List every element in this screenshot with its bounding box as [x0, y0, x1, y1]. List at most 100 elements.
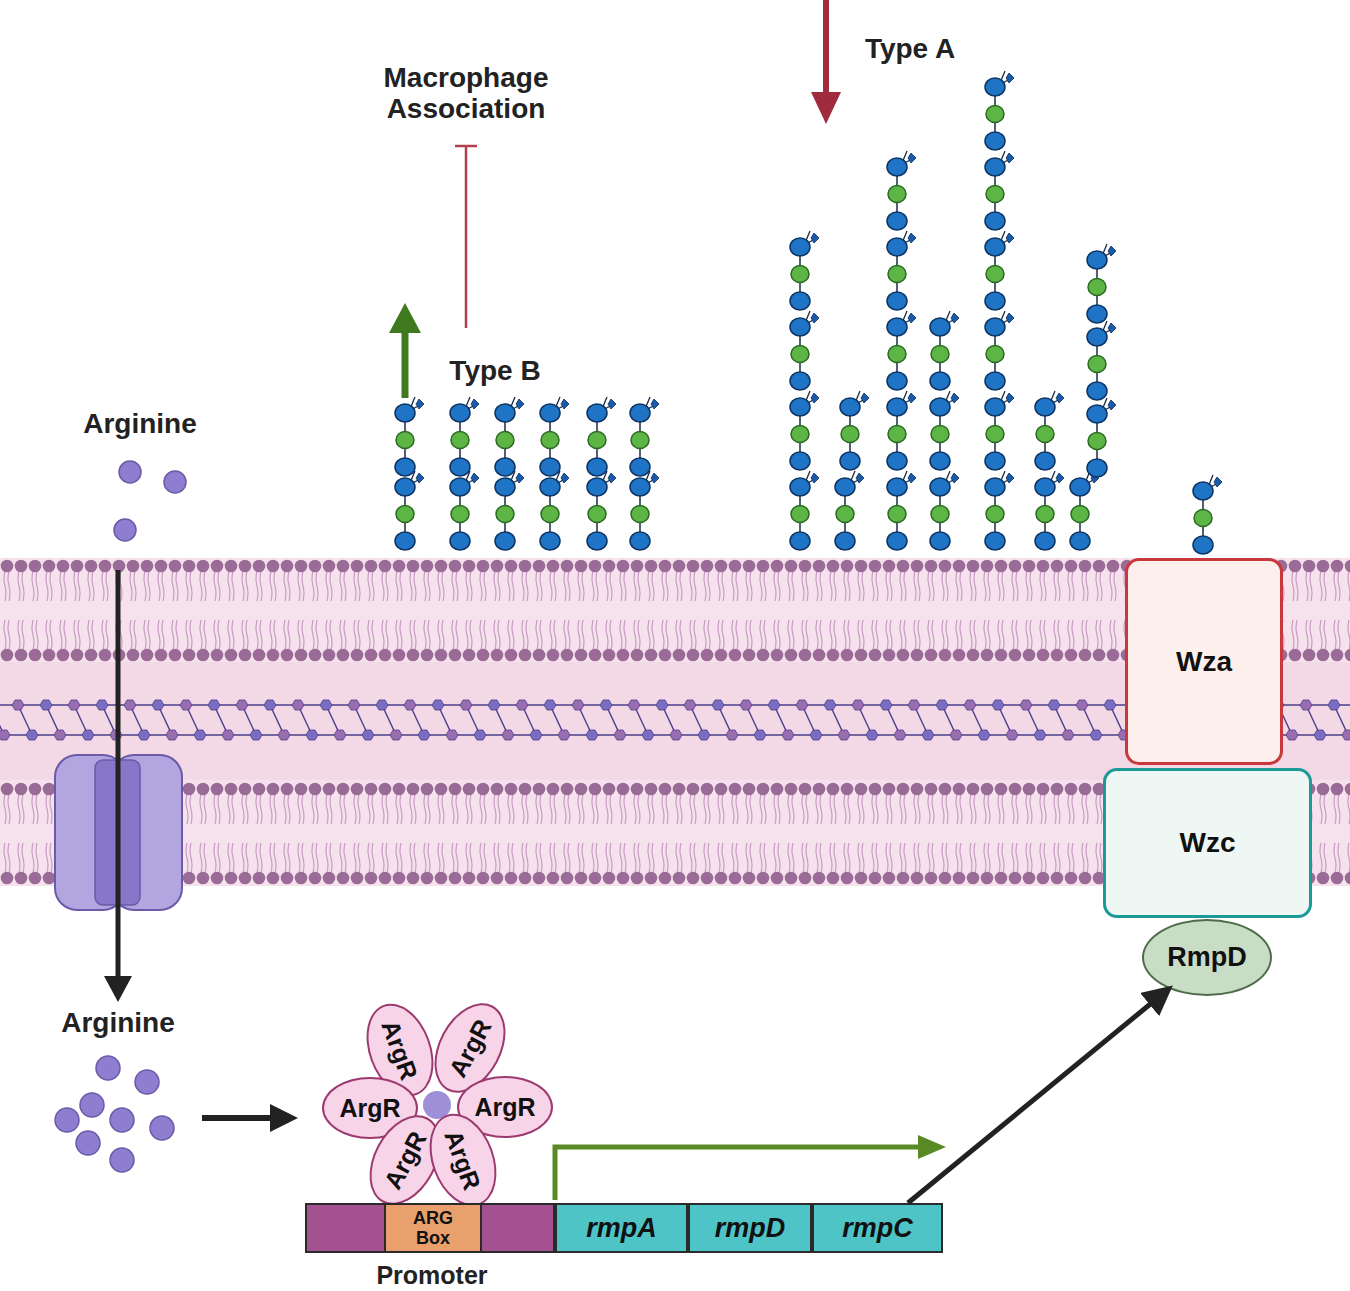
- sugar-blue: [1035, 398, 1055, 416]
- promoter-region: PromoterARG Box: [305, 1203, 555, 1253]
- node-text: Promoter: [287, 1261, 577, 1290]
- sugar-diamond: [471, 399, 479, 409]
- sugar-green: [888, 426, 906, 443]
- sugar-blue: [1193, 536, 1213, 554]
- sugar-diamond: [1056, 393, 1064, 403]
- sugar-blue: [840, 452, 860, 470]
- sugar-blue: [495, 478, 515, 496]
- sugar-blue: [985, 532, 1005, 550]
- sugar-blue: [395, 404, 415, 422]
- sugar-green: [1194, 510, 1212, 527]
- sugar-blue: [887, 372, 907, 390]
- node-text: ArgR: [378, 1126, 432, 1194]
- sugar-green: [791, 426, 809, 443]
- sugar-blue: [887, 212, 907, 230]
- sugar-green: [588, 506, 606, 523]
- gene-box: rmpA: [555, 1203, 688, 1253]
- sugar-blue: [985, 372, 1005, 390]
- sugar-diamond: [1214, 477, 1222, 487]
- sugar-diamond: [608, 399, 616, 409]
- sugar-blue: [930, 452, 950, 470]
- sugar-blue: [1035, 532, 1055, 550]
- sugar-diamond: [908, 393, 916, 403]
- sugar-green: [986, 426, 1004, 443]
- sugar-diamond: [1006, 393, 1014, 403]
- sugar-diamond: [1006, 73, 1014, 83]
- arginine-molecules: [55, 461, 186, 1172]
- sugar-diamond: [811, 313, 819, 323]
- node-text: ArgR: [443, 1014, 497, 1082]
- sugar-blue: [930, 478, 950, 496]
- sugar-diamond: [951, 313, 959, 323]
- sugar-green: [791, 506, 809, 523]
- sugar-green: [631, 432, 649, 449]
- sugar-blue: [1193, 482, 1213, 500]
- sugar-blue: [540, 458, 560, 476]
- node-text: ArgR: [339, 1094, 400, 1123]
- sugar-blue: [985, 398, 1005, 416]
- sugar-diamond: [908, 473, 916, 483]
- sugar-blue: [395, 532, 415, 550]
- sugar-diamond: [1108, 323, 1116, 333]
- sugar-green: [791, 266, 809, 283]
- sugar-diamond: [908, 313, 916, 323]
- sugar-green: [986, 266, 1004, 283]
- sugar-green: [1036, 426, 1054, 443]
- sugar-blue: [1035, 452, 1055, 470]
- gene-box: rmpC: [812, 1203, 943, 1253]
- sugar-diamond: [608, 473, 616, 483]
- annotation-label: Arginine: [60, 408, 220, 439]
- sugar-blue: [587, 532, 607, 550]
- sugar-diamond: [856, 473, 864, 483]
- sugar-diamond: [1108, 246, 1116, 256]
- sugar-diamond: [861, 393, 869, 403]
- sugar-blue: [495, 532, 515, 550]
- sugar-blue: [587, 478, 607, 496]
- sugar-blue: [887, 158, 907, 176]
- sugar-blue: [1035, 478, 1055, 496]
- sugar-blue: [887, 532, 907, 550]
- sugar-blue: [1087, 328, 1107, 346]
- sugar-blue: [495, 404, 515, 422]
- sugar-blue: [395, 458, 415, 476]
- sugar-diamond: [416, 399, 424, 409]
- sugar-blue: [1087, 305, 1107, 323]
- sugar-blue: [985, 478, 1005, 496]
- sugar-blue: [930, 372, 950, 390]
- sugar-diamond: [651, 473, 659, 483]
- sugar-green: [986, 106, 1004, 123]
- sugar-blue: [930, 318, 950, 336]
- sugar-diamond: [1006, 233, 1014, 243]
- type-a-arrow: [811, 0, 841, 124]
- annotation-label: Type A: [850, 33, 970, 64]
- rmpd-protein: RmpD: [1142, 919, 1272, 996]
- transport-arrow: [104, 570, 298, 1132]
- node-text: Wza: [1176, 646, 1232, 678]
- sugar-blue: [450, 404, 470, 422]
- sugar-green: [496, 506, 514, 523]
- sugar-blue: [495, 458, 515, 476]
- sugar-blue: [887, 478, 907, 496]
- sugar-blue: [887, 292, 907, 310]
- sugar-green: [631, 506, 649, 523]
- sugar-green: [541, 432, 559, 449]
- sugar-diamond: [811, 393, 819, 403]
- sugar-green: [888, 346, 906, 363]
- sugar-diamond: [516, 399, 524, 409]
- sugar-diamond: [651, 399, 659, 409]
- sugar-blue: [985, 158, 1005, 176]
- node-text: rmpD: [715, 1213, 786, 1244]
- sugar-blue: [985, 452, 1005, 470]
- node-text: rmpC: [842, 1213, 913, 1244]
- sugar-diamond: [811, 233, 819, 243]
- sugar-blue: [790, 452, 810, 470]
- node-text: ArgR: [439, 1126, 487, 1193]
- sugar-blue: [985, 78, 1005, 96]
- sugar-diamond: [908, 233, 916, 243]
- sugar-blue: [790, 478, 810, 496]
- sugar-green: [931, 506, 949, 523]
- annotation-label: Type B: [440, 355, 550, 386]
- sugar-blue: [835, 478, 855, 496]
